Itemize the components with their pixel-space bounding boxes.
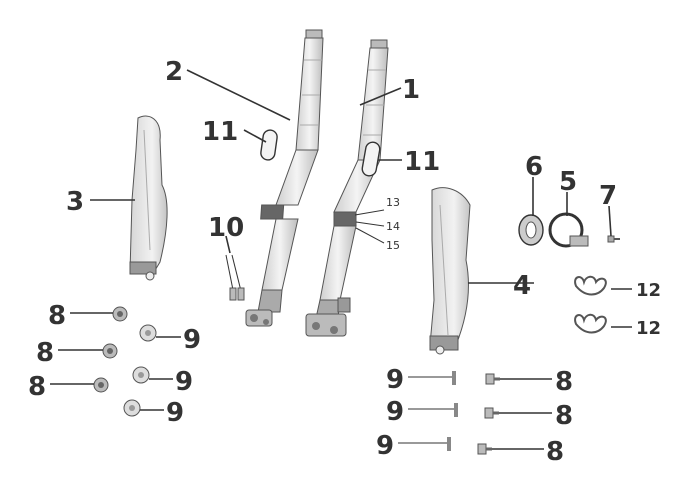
fork-leg-left (245, 29, 324, 327)
fork-guard-left (129, 115, 168, 281)
callout-8-left-c: 8 (28, 372, 46, 402)
fork-guard-right (429, 187, 471, 355)
retaining-clip-top (574, 275, 607, 296)
callout-4: 4 (513, 271, 531, 301)
callout-15: 15 (386, 239, 400, 252)
callout-10: 10 (208, 213, 244, 243)
callout-8-left-a: 8 (48, 301, 66, 331)
callout-11-right: 11 (404, 147, 440, 177)
right-fasteners (447, 371, 500, 455)
callout-9-right-a: 9 (386, 365, 404, 395)
small-screw (607, 235, 620, 243)
left-fasteners (93, 306, 157, 417)
callout-2: 2 (165, 57, 183, 87)
callout-11-left: 11 (202, 117, 238, 147)
bleed-screws (225, 254, 245, 301)
callout-6: 6 (525, 152, 543, 182)
callout-12-top: 12 (636, 280, 661, 301)
callout-5: 5 (559, 167, 577, 197)
callout-14: 14 (386, 220, 400, 233)
callout-3: 3 (66, 187, 84, 217)
callout-8-right-b: 8 (555, 401, 573, 431)
callout-7: 7 (599, 181, 617, 211)
callout-labels: 2 1 3 4 5 6 7 11 11 10 12 12 13 14 15 8 … (28, 57, 661, 467)
callout-9-left-c: 9 (166, 398, 184, 428)
retaining-clip-bottom (574, 313, 607, 334)
callout-9-left-b: 9 (175, 367, 193, 397)
pad-right (361, 141, 381, 177)
callout-8-right-c: 8 (546, 437, 564, 467)
hose-clamp (548, 212, 589, 248)
clamp-nut (518, 214, 544, 246)
leader-lines (50, 69, 632, 450)
callout-9-right-c: 9 (376, 431, 394, 461)
callout-12-bottom: 12 (636, 318, 661, 339)
callout-8-right-a: 8 (555, 367, 573, 397)
callout-8-left-b: 8 (36, 338, 54, 368)
callout-13: 13 (386, 196, 400, 209)
pad-left (260, 129, 278, 161)
callout-9-right-b: 9 (386, 397, 404, 427)
callout-9-left-a: 9 (183, 325, 201, 355)
callout-1: 1 (402, 75, 420, 105)
